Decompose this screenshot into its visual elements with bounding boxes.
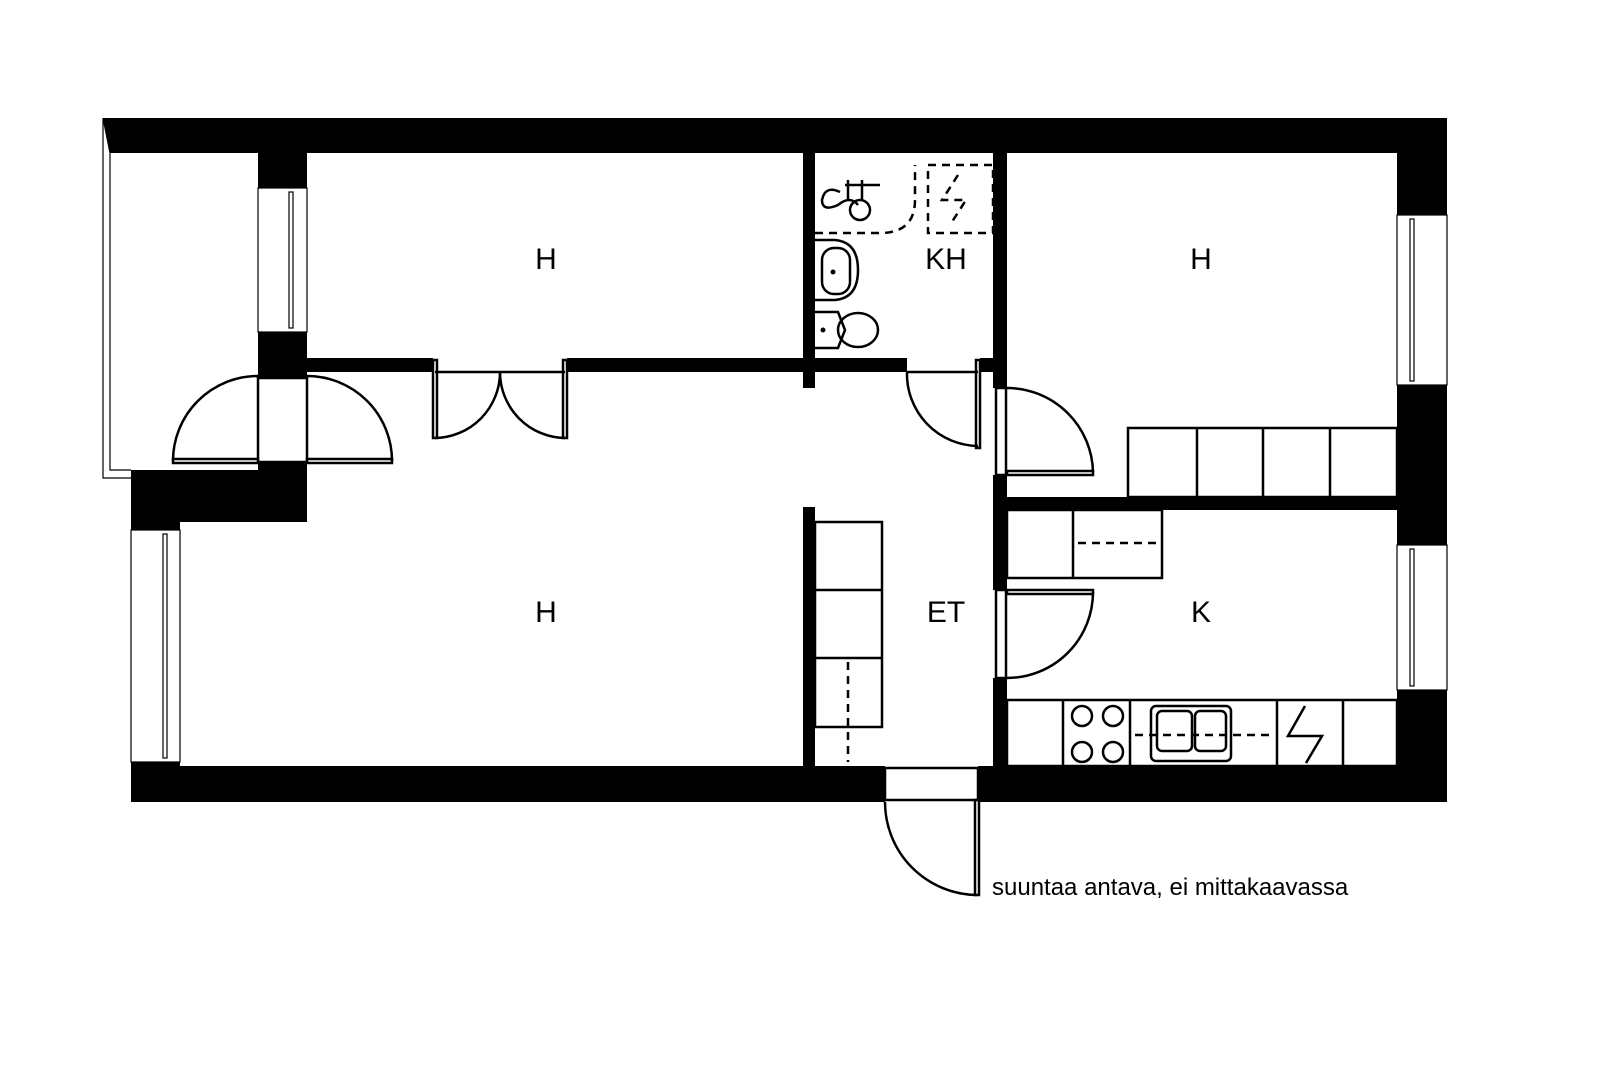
room-label-living-room: H: [535, 596, 557, 629]
windows: [130, 187, 1448, 763]
room-label-bedroom-2: H: [1190, 243, 1212, 276]
room-label-bedroom-1: H: [535, 243, 557, 276]
hallway-closet: [813, 520, 884, 762]
room-label-bathroom: KH: [925, 243, 967, 276]
fridge-icon: [1285, 705, 1325, 764]
room-label-hallway: ET: [927, 596, 965, 629]
walls: [103, 118, 1447, 802]
toilet-icon: [815, 310, 847, 350]
balcony: [102, 117, 131, 479]
room-label-kitchen: K: [1191, 596, 1211, 629]
doors: [171, 358, 1095, 897]
wardrobe: [1126, 426, 1399, 499]
shower-icon: [820, 180, 880, 209]
sink-icon: [815, 238, 860, 302]
scale-note: suuntaa antava, ei mittakaavassa: [992, 874, 1349, 901]
room-labels: H KH H H ET K: [535, 243, 1212, 629]
bathroom-fixtures: [815, 163, 995, 350]
sink-icon: [1135, 704, 1275, 763]
stove-icon: [1070, 704, 1125, 764]
kitchen-fixtures: [1005, 508, 1399, 768]
